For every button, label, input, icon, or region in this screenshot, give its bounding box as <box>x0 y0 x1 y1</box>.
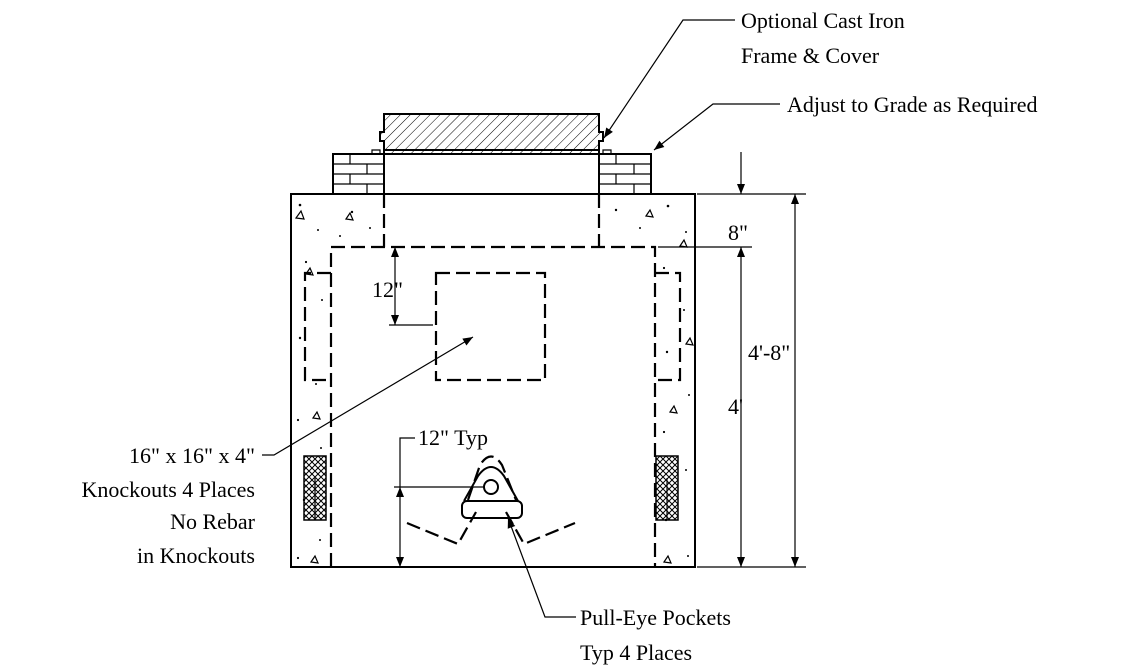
callouts: Optional Cast Iron Frame & Cover Adjust … <box>81 8 1037 665</box>
concrete-aggregate-triangles <box>294 208 694 564</box>
callout-frame-cover-line1: Optional Cast Iron <box>741 8 905 33</box>
pull-eye-dashed-outline <box>466 455 518 501</box>
cover-lid <box>379 113 604 155</box>
callout-knockouts-line3: No Rebar <box>170 509 256 534</box>
leader-knockouts <box>262 336 474 456</box>
frame-opening <box>383 149 600 195</box>
dim-knockout-label: 12" <box>372 277 403 302</box>
callout-pull-eye-line1: Pull-Eye Pockets <box>580 605 731 630</box>
knockout-center <box>434 271 547 382</box>
pull-eye-floor-line <box>406 511 576 546</box>
knockout-right-wall <box>655 271 682 382</box>
callout-knockouts-line2: Knockouts 4 Places <box>81 477 255 502</box>
leader-pull-eye <box>507 517 576 618</box>
top-opening-outline <box>382 194 601 247</box>
leader-adjust-grade <box>653 103 780 151</box>
wall-pockets <box>303 455 679 521</box>
pull-eye-pocket <box>406 455 576 546</box>
callout-leaders <box>262 19 780 618</box>
inner-cavity-outline <box>329 245 657 567</box>
dim-overall-label: 4'-8" <box>748 340 790 365</box>
grade-rings <box>332 153 652 195</box>
callout-knockouts-line4: in Knockouts <box>137 543 255 568</box>
pull-eye-circle <box>483 479 499 495</box>
pull-eye-base <box>461 500 523 519</box>
knockouts <box>303 271 682 382</box>
dim-pull-eye-label: 12" Typ <box>418 425 488 450</box>
concrete-texture <box>296 203 690 560</box>
callout-knockouts-line1: 16" x 16" x 4" <box>129 443 255 468</box>
dim-top-slab-label: 8" <box>728 220 748 245</box>
callout-pull-eye-line2: Typ 4 Places <box>580 640 692 665</box>
knockout-left-wall <box>303 271 331 382</box>
leader-frame-cover <box>603 19 735 139</box>
dim-wall-label: 4' <box>728 394 743 419</box>
dimensions: 4'-8" 4' 8" 12" 12" Typ <box>372 152 806 568</box>
frame-and-cover <box>371 113 612 195</box>
callout-adjust-grade: Adjust to Grade as Required <box>787 92 1038 117</box>
callout-frame-cover-line2: Frame & Cover <box>741 43 880 68</box>
